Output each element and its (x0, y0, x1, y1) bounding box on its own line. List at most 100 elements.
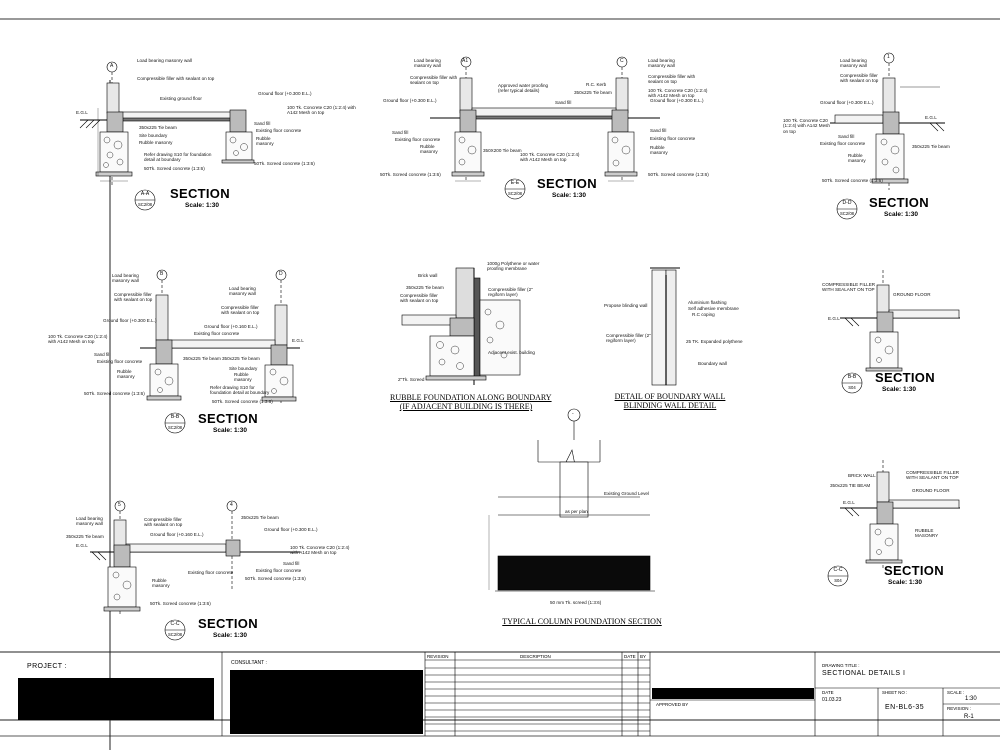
scale-value: 1:30 (965, 696, 977, 702)
tag-bb-top: B-B (170, 414, 180, 420)
tag-bb2-bottom: S04 (848, 385, 856, 390)
label-ground-floor-c2: Ground floor (+0.300 E.L.) (264, 527, 318, 532)
label-compressible-b2: Compressible filler with sealant on top (221, 305, 260, 316)
label-ground-floor-e: Ground floor (+0.300 E.L.) (383, 98, 437, 103)
label-brick-wall-c: BRICK WALL (848, 473, 876, 478)
title-rubble-2: (IF ADJACENT BUILDING IS THERE) (399, 402, 533, 411)
label-tie-e: 350x225 Tie beam (574, 90, 612, 95)
tag-cc2-top: C-C (833, 567, 843, 573)
project-label: PROJECT : (27, 663, 68, 670)
section-scale-cc2: Scale: 1:30 (888, 579, 922, 586)
label-adjacent: Adjacent exist. building (488, 350, 535, 355)
grid-label-a1: A1 (462, 58, 469, 64)
label-load-bearing-c: Load bearing masonry wall (76, 516, 103, 527)
revision-value: R-1 (964, 714, 974, 720)
label-tie-r: 350x225 Tie beam (406, 285, 444, 290)
date-value: 01.03.23 (822, 697, 842, 703)
label-rubble-b2: Rubble masonry (234, 372, 252, 383)
label-load-bearing-e2: Load bearing masonry wall (648, 58, 675, 69)
label-rc-coping: R.C coping (692, 312, 715, 317)
drawing-title: SECTIONAL DETAILS I (822, 670, 906, 677)
label-existing-floor-b2: Existing floor concrete (194, 331, 240, 336)
drawing-title-label: DRAWING TITLE : (822, 663, 860, 668)
tag-aa-top: A-A (140, 191, 150, 197)
label-cf-upper-c: COMPRESSIBLE FILLER WITH SEALANT ON TOP (906, 470, 960, 481)
label-egl-d: E.G.L (925, 115, 937, 120)
section-title-cc2: SECTION (884, 563, 944, 578)
label-ground-floor-a: Ground floor (+0.300 E.L.) (258, 91, 312, 96)
label-existing-ground-a: Existing ground floor (160, 96, 202, 101)
project-redaction (18, 678, 214, 720)
label-egl-a: E.G.L (76, 110, 88, 115)
label-compressible-d: Compressible filler with sealant on top (840, 73, 879, 84)
label-compressible-bw: Compressible filler (2" regiform layer) (606, 333, 651, 344)
label-compressible-c: Compressible filler with sealant on top (144, 517, 183, 528)
tag-bb2-top: B-B (847, 374, 857, 380)
grid-label-d: D (279, 271, 283, 277)
tag-cc-top: C-C (170, 621, 180, 627)
by-header: BY (640, 654, 647, 659)
label-rc-kerb: R.C. Kerb (586, 82, 607, 87)
grid-label-c: C (620, 58, 624, 64)
label-existing-floor-c: Existing floor concrete (256, 568, 302, 573)
label-rubble-e: Rubble masonry (420, 144, 438, 155)
label-egl-b2: E.G.L (828, 316, 840, 321)
scale-label: SCALE : (947, 690, 965, 695)
section-scale-ee: Scale: 1:30 (552, 192, 586, 199)
grid-label-5: 5 (118, 502, 121, 508)
label-sand-c: Sand fill (283, 561, 300, 566)
label-aluminium: Aluminium flashing (688, 300, 727, 305)
tag-aa-bottom: SC2/08 (138, 202, 152, 207)
grid-label-col: - (572, 411, 574, 417)
section-scale-aa: Scale: 1:30 (185, 202, 219, 209)
label-load-bearing-a: Load bearing masonry wall (137, 58, 192, 63)
label-load-bearing-e: Load bearing masonry wall (414, 58, 441, 69)
description-header: DESCRIPTION (520, 654, 551, 659)
label-sand-e2: Sand fill (392, 130, 409, 135)
label-site-boundary-a: Site boundary (139, 133, 168, 138)
label-rubble-a: Rubble masonry (139, 140, 173, 145)
sheet-label: SHEET NO : (882, 690, 908, 695)
label-sand-e: Sand fill (555, 100, 572, 105)
label-refer-b: Refer drawing S10 for foundation detail … (210, 385, 270, 396)
label-refer-a: Refer drawing S10 for foundation detail … (144, 152, 212, 163)
label-tie-d: 350x225 Tie beam (912, 144, 950, 149)
label-screed-col: 50 mm Tk. screed (1:3:6) (550, 600, 602, 605)
label-propose-blinding: Propose blinding wall (604, 303, 648, 308)
approver-redaction (652, 688, 814, 699)
label-screed-a: 50Tk. Screed concrete (1:3:6) (144, 166, 205, 171)
label-compressible-a: Compressible filler with sealant on top (137, 76, 215, 81)
consultant-label: CONSULTANT : (231, 660, 267, 666)
grid-label-4: 4 (230, 502, 233, 508)
label-existing-floor-e: Existing floor concrete (395, 137, 441, 142)
label-egl-c2: E.G.L (843, 500, 855, 505)
label-existing-floor-c2: Existing floor concrete (188, 570, 234, 575)
label-concrete-e2: 100 Tk. Concrete C20 (1:2:4) with A142 M… (520, 152, 580, 163)
section-scale-bb2: Scale: 1:30 (882, 386, 916, 393)
date-header: DATE (624, 654, 636, 659)
label-existing-floor-d: Existing floor concrete (820, 141, 866, 146)
label-cf-upper-b: COMPRESSIBLE FILLER WITH SEALANT ON TOP (822, 282, 876, 293)
section-title-bb: SECTION (198, 411, 258, 426)
label-site-boundary-b: Site boundary (229, 366, 258, 371)
label-compressible-b: Compressible filler with sealant on top (114, 292, 153, 303)
label-existing-ground-level: Existing Ground Level (604, 491, 649, 496)
section-scale-dd: Scale: 1:30 (884, 211, 918, 218)
label-ground-floor-e2: Ground floor (+0.300 E.L.) (650, 98, 704, 103)
label-sand-d: Sand fill (838, 134, 855, 139)
label-screed-d: 50Tk. Screed concrete (1:3:6) (822, 178, 883, 183)
label-as-per-plan: as per plan (565, 509, 588, 514)
label-egl-b: E.G.L (292, 338, 304, 343)
title-column: TYPICAL COLUMN FOUNDATION SECTION (502, 617, 662, 626)
approved-by-label: APPROVED BY (656, 702, 689, 707)
date-label: DATE (822, 690, 834, 695)
label-screed-e2: 50Tk. Screed concrete (1:3:6) (648, 172, 709, 177)
section-title-ee: SECTION (537, 176, 597, 191)
label-existing-floor-a: Existing floor concrete (256, 128, 302, 133)
